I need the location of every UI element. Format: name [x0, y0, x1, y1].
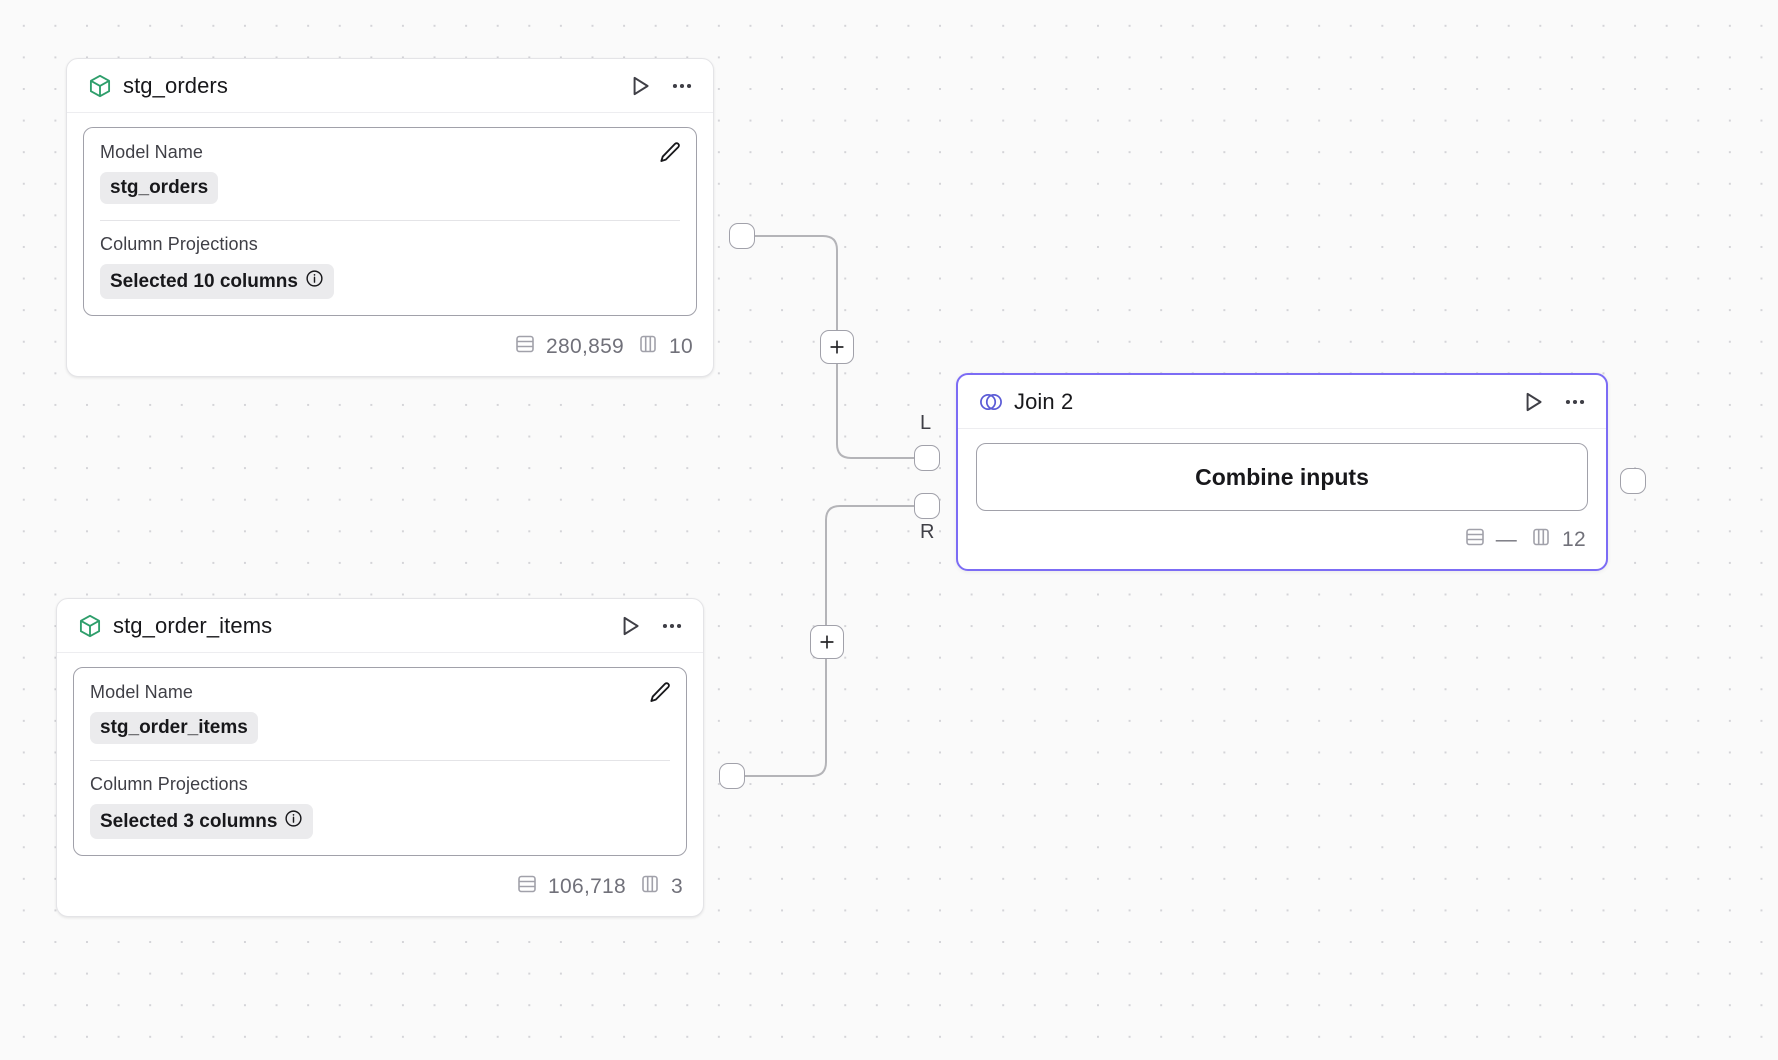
node-title: stg_order_items [113, 612, 273, 638]
venn-join-icon [978, 389, 1004, 415]
node-header: stg_orders [67, 59, 713, 113]
row-count-stat: — [1463, 525, 1517, 555]
row-count-value: 106,718 [548, 875, 627, 898]
columns-icon [1529, 525, 1553, 555]
column-projections-chip[interactable]: Selected 3 columns [90, 804, 314, 839]
node-footer: — 12 [958, 515, 1606, 569]
model-config-panel: Model Name stg_order_items Column Projec… [73, 667, 687, 856]
node-body: Combine inputs [958, 429, 1606, 515]
columns-icon [638, 872, 662, 902]
node-header: stg_order_items [57, 599, 703, 653]
node-title: Join 2 [1014, 388, 1074, 414]
row-count-stat: 280,859 [513, 332, 624, 362]
info-icon[interactable] [305, 269, 324, 294]
panel-divider [90, 760, 670, 761]
output-port-join-2[interactable] [1620, 468, 1646, 494]
node-title: stg_orders [123, 72, 228, 98]
model-name-chip[interactable]: stg_orders [100, 172, 219, 204]
edit-pencil-icon[interactable] [657, 140, 683, 171]
column-projections-value: Selected 10 columns [110, 270, 298, 292]
row-count-stat: 106,718 [515, 872, 626, 902]
model-config-panel: Model Name stg_orders Column Projections… [83, 127, 697, 316]
column-count-value: 10 [669, 335, 693, 358]
node-stg-order-items[interactable]: stg_order_items [56, 598, 704, 917]
model-name-value: stg_order_items [100, 717, 248, 738]
edit-pencil-icon[interactable] [647, 680, 673, 711]
column-count-value: 3 [671, 875, 683, 898]
rows-icon [513, 332, 537, 362]
node-body: Model Name stg_order_items Column Projec… [57, 653, 703, 862]
column-count-stat: 3 [638, 872, 683, 902]
input-port-join-right[interactable] [914, 493, 940, 519]
panel-divider [100, 220, 680, 221]
node-footer: 280,859 10 [67, 322, 713, 376]
more-icon[interactable] [669, 73, 695, 99]
output-port-stg-orders[interactable] [729, 223, 755, 249]
cube-icon [77, 613, 103, 639]
row-count-value: 280,859 [546, 335, 625, 358]
input-port-join-left[interactable] [914, 445, 940, 471]
column-count-stat: 12 [1529, 525, 1586, 555]
node-body: Model Name stg_orders Column Projections… [67, 113, 713, 322]
node-join-2[interactable]: Join 2 Combine inputs [956, 373, 1608, 571]
model-name-label: Model Name [100, 142, 204, 162]
model-name-value: stg_orders [110, 177, 209, 198]
input-port-left-label: L [920, 412, 932, 434]
column-projections-value: Selected 3 columns [100, 810, 278, 832]
output-port-stg-order-items[interactable] [719, 763, 745, 789]
add-node-on-edge-top[interactable] [820, 330, 854, 364]
more-icon[interactable] [1562, 389, 1588, 415]
more-icon[interactable] [659, 613, 685, 639]
node-footer: 106,718 3 [57, 862, 703, 916]
column-count-stat: 10 [636, 332, 693, 362]
model-name-chip[interactable]: stg_order_items [90, 712, 258, 744]
column-projections-label: Column Projections [100, 234, 258, 254]
rows-icon [1463, 525, 1487, 555]
node-header: Join 2 [958, 375, 1606, 429]
column-count-value: 12 [1562, 528, 1586, 551]
run-icon[interactable] [627, 73, 653, 99]
column-projections-label: Column Projections [90, 774, 248, 794]
combine-inputs-button[interactable]: Combine inputs [976, 443, 1588, 511]
input-port-right-label: R [920, 521, 935, 543]
cube-icon [87, 73, 113, 99]
row-count-value: — [1495, 528, 1518, 551]
run-icon[interactable] [1520, 389, 1546, 415]
add-node-on-edge-bottom[interactable] [810, 625, 844, 659]
run-icon[interactable] [617, 613, 643, 639]
model-name-label: Model Name [90, 682, 194, 702]
columns-icon [636, 332, 660, 362]
rows-icon [515, 872, 539, 902]
info-icon[interactable] [284, 809, 303, 834]
node-stg-orders[interactable]: stg_orders [66, 58, 714, 377]
column-projections-chip[interactable]: Selected 10 columns [100, 264, 334, 299]
